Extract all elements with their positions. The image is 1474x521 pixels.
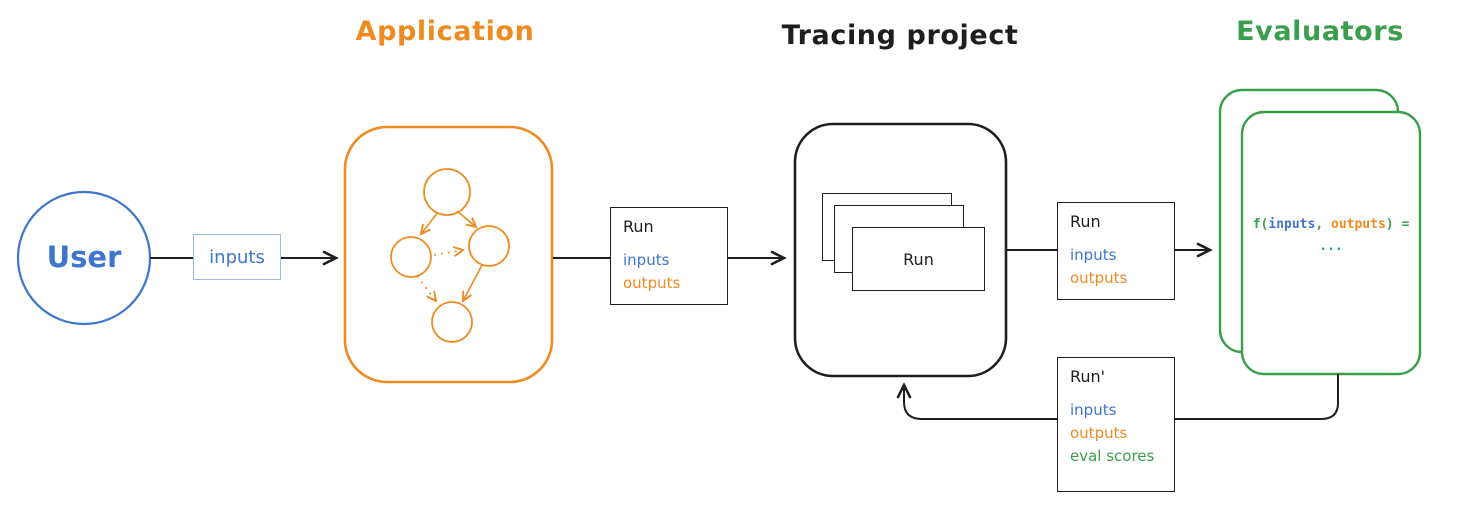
inputs-chip: inputs [193, 234, 281, 280]
run-card-inputs: inputs [623, 251, 670, 269]
formula-open: f( [1252, 217, 1269, 232]
dag-node-top [423, 168, 471, 216]
run-card-outputs: outputs [1070, 424, 1128, 442]
tracing-run-card-front: Run [852, 227, 985, 291]
run-card-inputs: inputs [1070, 401, 1117, 419]
run-card-eval-scores: eval scores [1070, 447, 1155, 465]
dag-node-right [468, 225, 510, 267]
run-card-title: Run [1070, 212, 1101, 231]
application-box [343, 125, 554, 384]
tracing-project-title: Tracing project [781, 20, 1019, 51]
run-card-title: Run' [1070, 367, 1106, 386]
dag-arrow-top-left [419, 211, 439, 236]
dag-arrow-top-right [456, 210, 478, 229]
run-card-outputs: outputs [623, 274, 681, 292]
evaluator-formula-result: ... [1319, 239, 1343, 254]
application-title: Application [355, 16, 535, 47]
run-card-inputs: inputs [1070, 246, 1117, 264]
formula-separator: , [1315, 217, 1331, 232]
run-card-title: Run [623, 217, 654, 236]
evaluator-formula: f(inputs, outputs) = ... [1250, 214, 1412, 258]
dag-arrow-left-right-dotted [433, 246, 466, 257]
run-card-feedback: Run' inputs outputs eval scores [1057, 357, 1175, 492]
dag-arrow-right-bottom [461, 264, 483, 303]
tracing-run-card-label: Run [903, 249, 934, 269]
dag-node-bottom [431, 301, 473, 343]
run-card-app-to-tracing: Run inputs outputs [610, 207, 728, 305]
evaluator-formula-line1: f(inputs, outputs) = [1250, 214, 1412, 236]
run-card-outputs: outputs [1070, 269, 1128, 287]
formula-close: ) = [1385, 217, 1410, 232]
dag-node-left [390, 236, 432, 278]
dag-arrow-left-bottom-dotted [416, 275, 438, 303]
inputs-chip-label: inputs [209, 246, 265, 268]
formula-arg-inputs: inputs [1268, 217, 1316, 232]
user-label: User [46, 240, 122, 274]
formula-arg-outputs: outputs [1331, 217, 1386, 232]
evaluator-box-front [1240, 110, 1422, 376]
evaluators-title: Evaluators [1236, 16, 1404, 47]
run-card-tracing-to-eval: Run inputs outputs [1057, 202, 1175, 300]
